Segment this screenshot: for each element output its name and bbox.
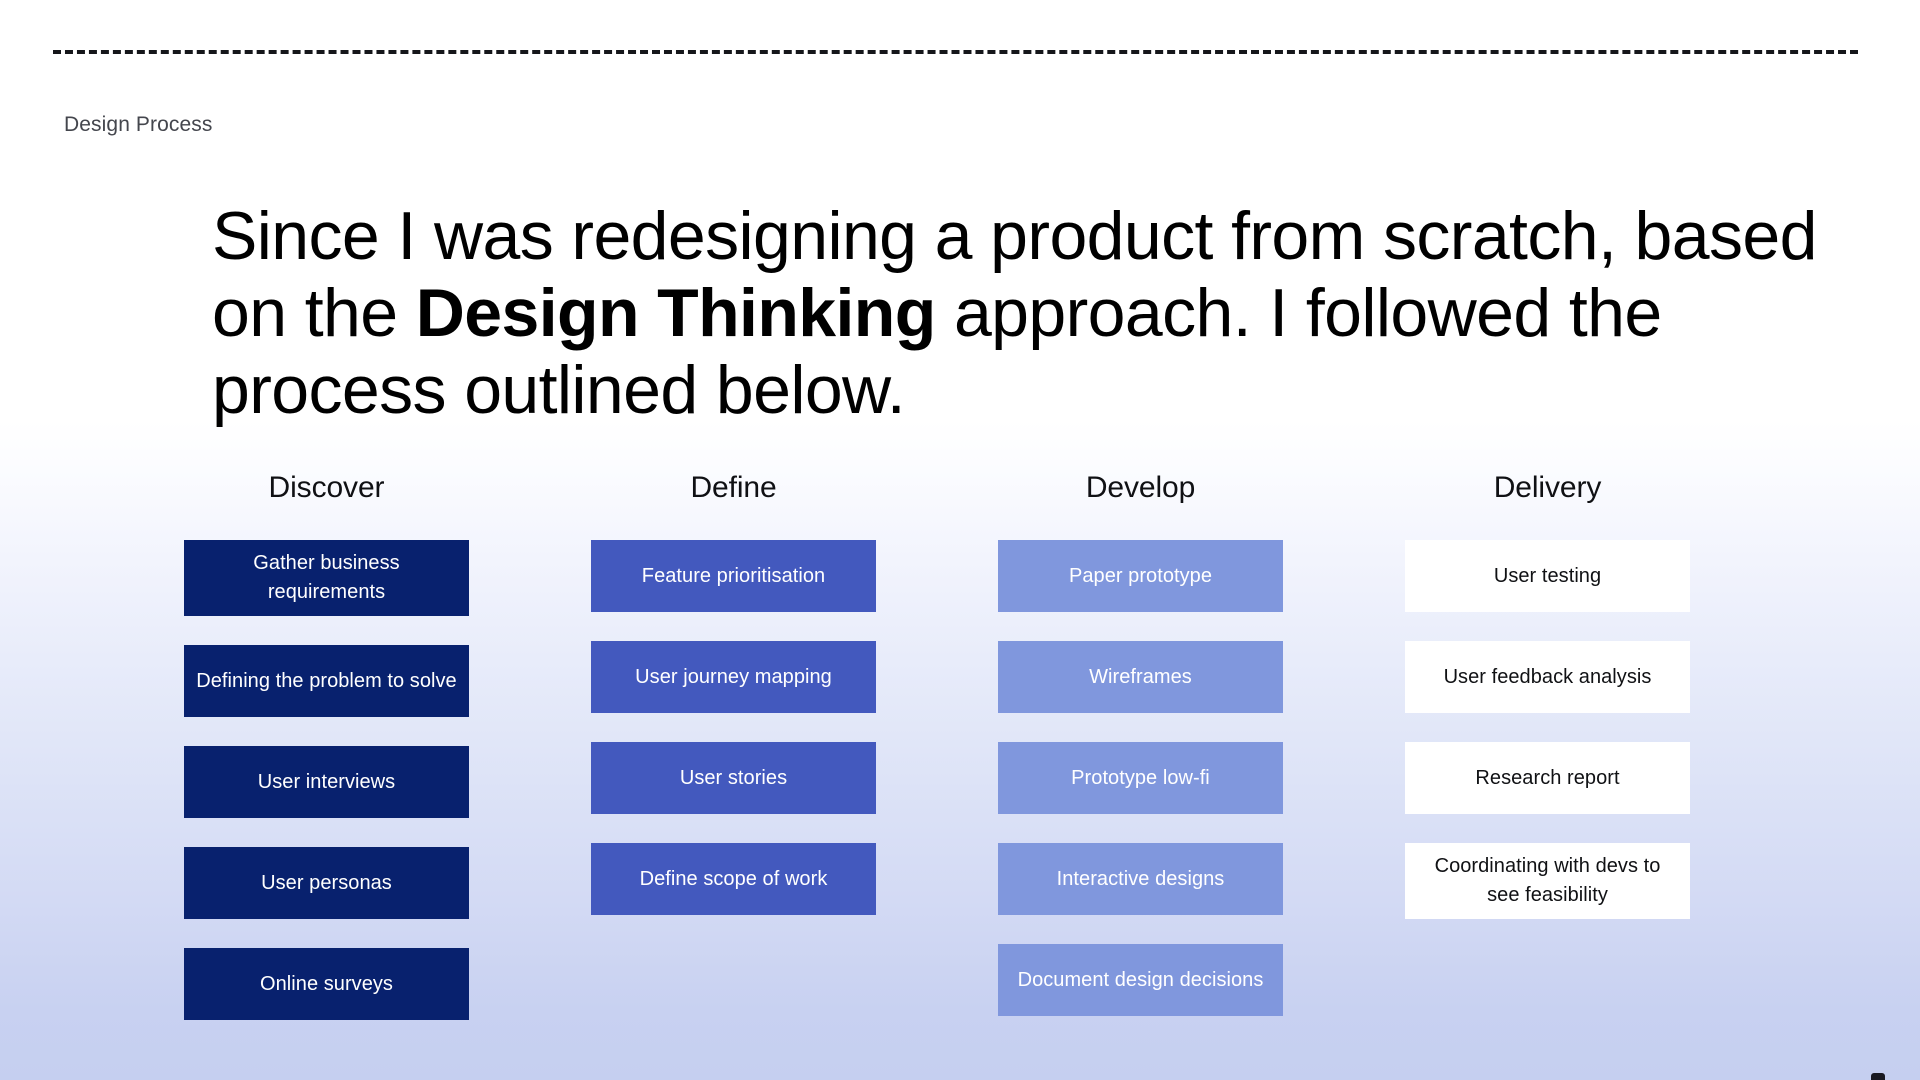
headline-part-2: approach. I followed the process outline… xyxy=(212,275,1662,428)
process-card[interactable]: Research report xyxy=(1405,742,1690,814)
process-card[interactable]: Document design decisions xyxy=(998,944,1283,1016)
page-corner-marker xyxy=(1871,1073,1885,1080)
process-column-title: Develop xyxy=(1085,471,1196,504)
process-card[interactable]: User testing xyxy=(1405,540,1690,612)
process-card[interactable]: Feature prioritisation xyxy=(591,540,876,612)
process-column-title: Discover xyxy=(268,471,385,504)
process-card[interactable]: Paper prototype xyxy=(998,540,1283,612)
process-card[interactable]: Online surveys xyxy=(184,948,469,1020)
process-card[interactable]: User journey mapping xyxy=(591,641,876,713)
process-card[interactable]: Coordinating with devs to see feasibilit… xyxy=(1405,843,1690,919)
slide-eyebrow-label: Design Process xyxy=(64,113,213,136)
process-card[interactable]: Define scope of work xyxy=(591,843,876,915)
process-column-title: Delivery xyxy=(1493,471,1602,504)
process-card[interactable]: Defining the problem to solve xyxy=(184,645,469,717)
process-card[interactable]: User interviews xyxy=(184,746,469,818)
process-card[interactable]: Interactive designs xyxy=(998,843,1283,915)
top-dashed-divider xyxy=(53,50,1858,54)
process-card[interactable]: Gather business requirements xyxy=(184,540,469,616)
headline-part-1: Since I was redesigning a product from s… xyxy=(212,198,1817,351)
process-card[interactable]: Wireframes xyxy=(998,641,1283,713)
process-card[interactable]: User personas xyxy=(184,847,469,919)
process-card[interactable]: User stories xyxy=(591,742,876,814)
process-card[interactable]: User feedback analysis xyxy=(1405,641,1690,713)
process-card[interactable]: Prototype low-fi xyxy=(998,742,1283,814)
page-title: Since I was redesigning a product from s… xyxy=(212,198,1872,429)
process-column-title: Define xyxy=(690,471,777,504)
headline-emphasis: Design Thinking xyxy=(415,275,937,351)
